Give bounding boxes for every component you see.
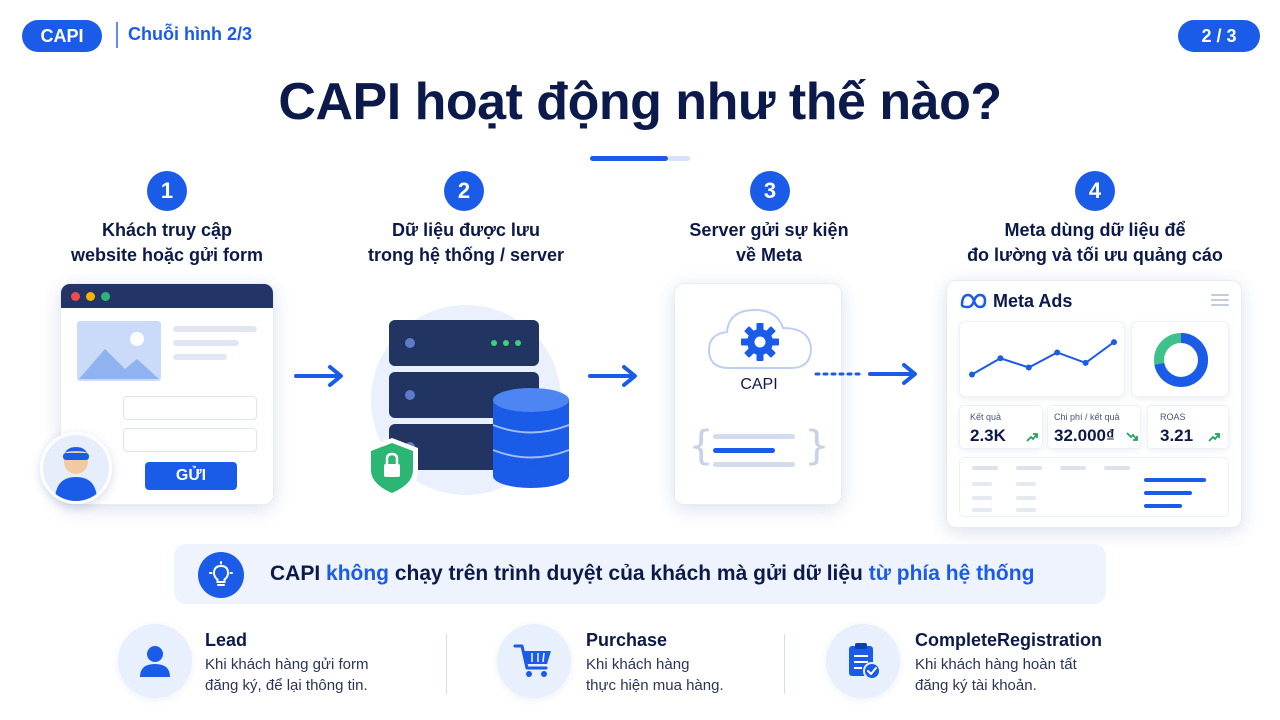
- metric-roas: ROAS 3.21: [1147, 405, 1229, 449]
- meta-ads-brand: Meta Ads: [993, 291, 1073, 311]
- key-insight-callout: [174, 544, 1106, 604]
- registration-event-icon-wrap: [826, 624, 900, 698]
- metric-label: Kết quả: [970, 412, 1002, 422]
- chart-point: [1054, 349, 1061, 356]
- data-table-placeholder: [959, 457, 1229, 517]
- code-line: [713, 462, 795, 467]
- purchase-event-icon-wrap: [497, 624, 571, 698]
- brace-left-icon: {: [689, 423, 714, 469]
- minimize-dot-icon: [86, 292, 95, 301]
- title-underline: [590, 156, 668, 161]
- close-dot-icon: [71, 292, 80, 301]
- form-input-field[interactable]: [123, 428, 257, 452]
- shield-lock-icon: [366, 438, 418, 498]
- database-icon: [492, 388, 570, 488]
- step-2-number: 2: [444, 171, 484, 211]
- shopping-cart-icon: [513, 644, 551, 677]
- meta-ads-dashboard-card: Meta Ads Kết quả 2.3K Chi phí / kết quả …: [946, 280, 1242, 528]
- user-avatar: [40, 432, 112, 504]
- event-divider: [446, 634, 447, 694]
- event-divider: [784, 634, 785, 694]
- step-4-number: 4: [1075, 171, 1115, 211]
- cloud-gear-icon: [707, 308, 813, 369]
- server-database-illustration: [366, 305, 570, 498]
- page-title: CAPI hoạt động như thế nào?: [278, 73, 1002, 131]
- page-indicator: 2 / 3: [1178, 20, 1260, 52]
- donut-chart-panel: [1131, 321, 1229, 397]
- donut-chart: [1154, 333, 1208, 387]
- trend-down-icon: [1126, 432, 1138, 441]
- metric-label: Chi phí / kết quả: [1054, 412, 1120, 422]
- step-1-number: 1: [147, 171, 187, 211]
- chart-point: [1111, 339, 1117, 346]
- code-line: [713, 434, 795, 439]
- code-line: [713, 448, 775, 453]
- capi-server-card: CAPI { }: [674, 283, 842, 505]
- submit-button[interactable]: GỬI: [145, 462, 237, 490]
- meta-logo-icon: [960, 293, 987, 309]
- metric-value: 32.000₫: [1054, 426, 1115, 445]
- event-purchase-title: Purchase: [586, 630, 668, 650]
- text-placeholder-line: [173, 354, 227, 360]
- chart-point: [969, 371, 975, 378]
- brace-right-icon: }: [804, 423, 829, 469]
- header-divider: [116, 22, 118, 48]
- text-placeholder-line: [173, 326, 257, 332]
- trend-up-icon: [1208, 433, 1220, 442]
- menu-icon[interactable]: [1211, 293, 1229, 307]
- capi-badge: CAPI: [22, 20, 102, 52]
- chart-point: [997, 355, 1004, 362]
- maximize-dot-icon: [101, 292, 110, 301]
- event-registration-title: CompleteRegistration: [915, 630, 1103, 650]
- capi-label: CAPI: [740, 376, 778, 393]
- donut-segment: [1154, 333, 1208, 387]
- chart-point: [1082, 359, 1089, 366]
- metric-value: 3.21: [1160, 426, 1194, 445]
- lightbulb-icon: [198, 552, 244, 598]
- lead-event-icon-wrap: [118, 624, 192, 698]
- event-lead-title: Lead: [205, 630, 248, 650]
- text-placeholder-line: [173, 340, 239, 346]
- chart-line: [971, 341, 1115, 376]
- line-chart-panel: [959, 321, 1125, 397]
- metric-label: ROAS: [1160, 412, 1186, 422]
- performance-line-chart: [969, 339, 1117, 378]
- series-label: Chuỗi hình 2/3: [128, 24, 252, 44]
- right-arrow-icon: [588, 365, 637, 387]
- image-placeholder-icon: [77, 321, 161, 381]
- dotted-arrow-icon: [814, 363, 917, 385]
- title-underline-accent: [668, 156, 690, 161]
- callout-text: CAPI không chạy trên trình duyệt của khá…: [270, 562, 1035, 585]
- metric-results: Kết quả 2.3K: [959, 405, 1043, 449]
- metric-cost-per-result: Chi phí / kết quả 32.000₫: [1047, 405, 1141, 449]
- chart-point: [1025, 364, 1032, 371]
- form-input-field[interactable]: [123, 396, 257, 420]
- trend-up-icon: [1026, 433, 1038, 442]
- metric-value: 2.3K: [970, 426, 1006, 445]
- clipboard-check-icon: [849, 643, 881, 680]
- person-icon: [140, 646, 170, 677]
- step-3-number: 3: [750, 171, 790, 211]
- user-icon: [55, 447, 97, 501]
- right-arrow-icon: [294, 365, 343, 387]
- code-block: { }: [689, 420, 829, 474]
- browser-titlebar: [61, 284, 273, 308]
